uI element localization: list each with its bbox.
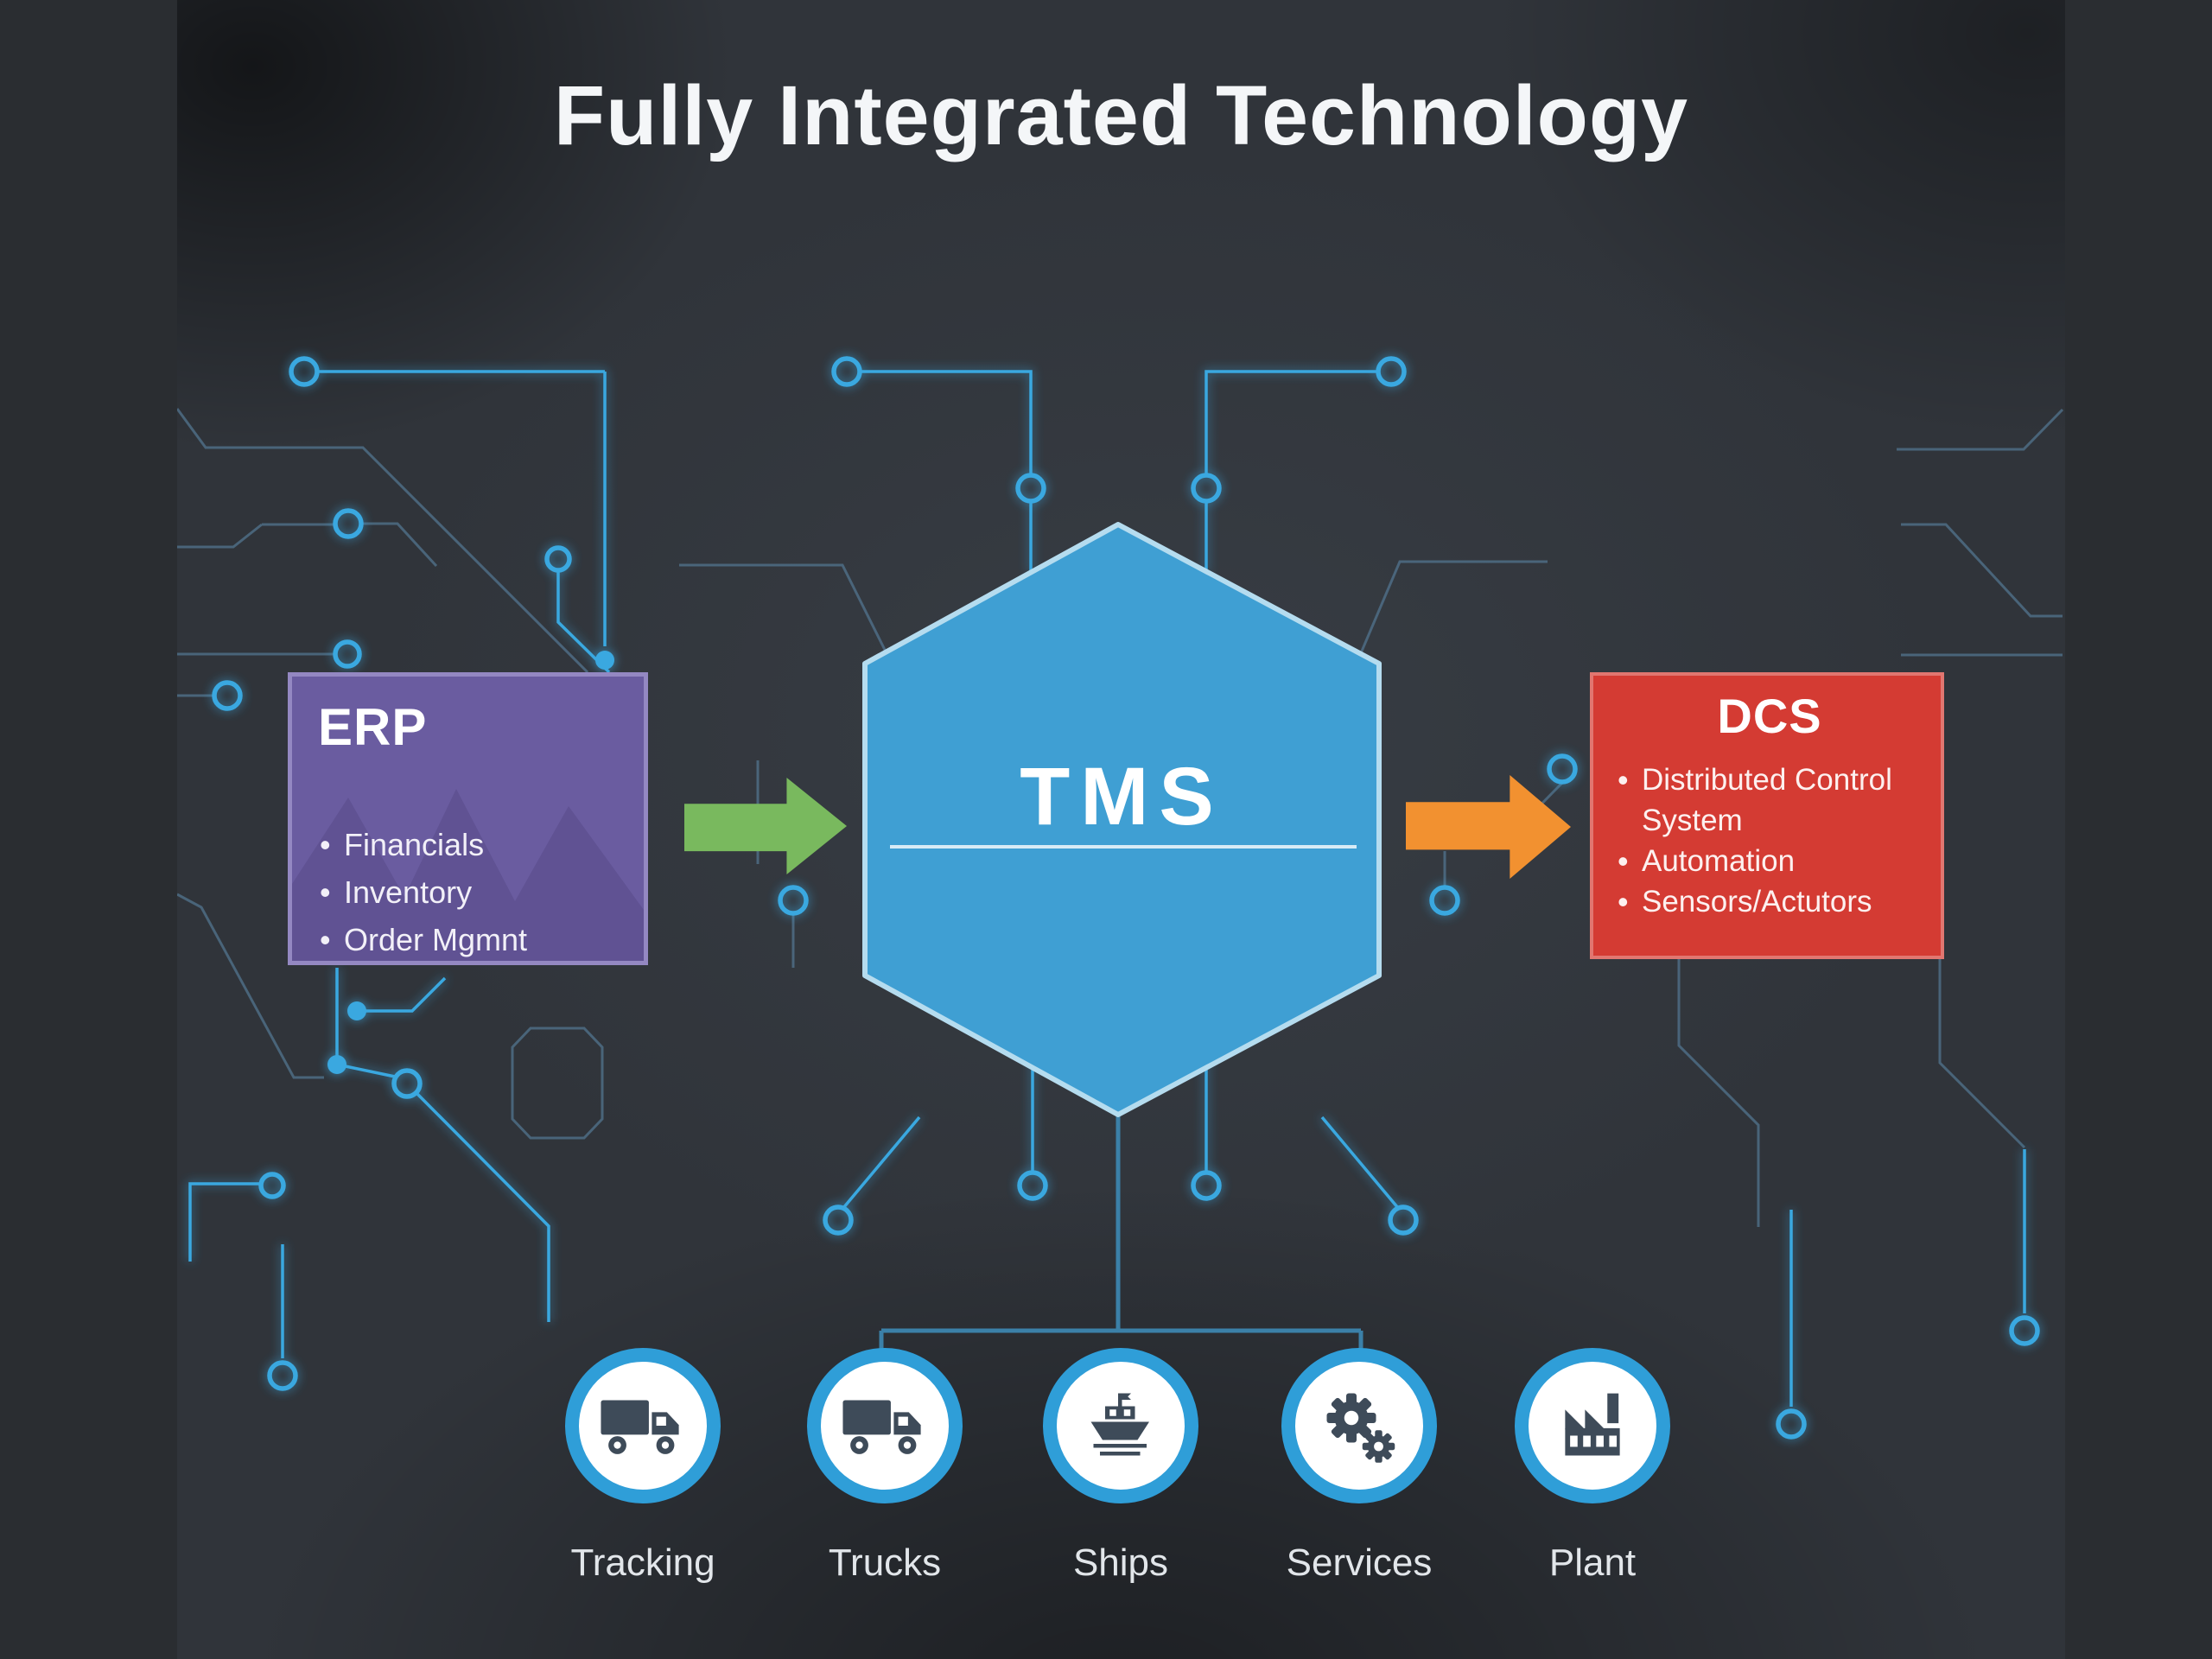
factory-icon bbox=[1565, 1393, 1620, 1456]
ship-icon bbox=[1090, 1393, 1149, 1456]
tms-label: TMS bbox=[1020, 751, 1224, 842]
tracking-label: Tracking bbox=[570, 1541, 715, 1584]
services-node bbox=[1281, 1348, 1437, 1503]
ships-node bbox=[1043, 1348, 1198, 1503]
gears-icon bbox=[1326, 1393, 1395, 1463]
erp-item-financials: Financials bbox=[318, 821, 618, 868]
dcs-feature-list: Distributed Control System Automation Se… bbox=[1616, 760, 1923, 922]
tms-hexagon bbox=[862, 522, 1382, 1117]
tracking-node bbox=[565, 1348, 721, 1503]
erp-item-inventory: Inventory bbox=[318, 868, 618, 916]
dcs-title: DCS bbox=[1717, 689, 1822, 743]
erp-item-order-mgmnt: Order Mgmnt bbox=[318, 916, 618, 963]
trucks-label: Trucks bbox=[828, 1541, 942, 1584]
infographic-canvas: Fully Integrated Technology ERP Financia… bbox=[177, 0, 2065, 1659]
erp-box: ERP Financials Inventory Order Mgmnt bbox=[288, 672, 648, 965]
tms-connector-lines bbox=[879, 1115, 1363, 1353]
dcs-item-distributed-control-system: Distributed Control System bbox=[1616, 760, 1923, 841]
plant-node bbox=[1515, 1348, 1670, 1503]
erp-title: ERP bbox=[318, 698, 428, 756]
trucks-node bbox=[807, 1348, 963, 1503]
dcs-item-automation: Automation bbox=[1616, 841, 1923, 881]
services-label: Services bbox=[1286, 1541, 1433, 1584]
dcs-box: DCS Distributed Control System Automatio… bbox=[1590, 672, 1944, 959]
ships-label: Ships bbox=[1072, 1541, 1169, 1584]
truck-icon bbox=[601, 1400, 679, 1454]
dcs-item-sensors-actutors: Sensors/Actutors bbox=[1616, 881, 1923, 922]
page-title: Fully Integrated Technology bbox=[553, 68, 1689, 162]
truck-icon bbox=[842, 1400, 921, 1454]
plant-label: Plant bbox=[1548, 1541, 1637, 1584]
erp-feature-list: Financials Inventory Order Mgmnt bbox=[318, 821, 618, 963]
